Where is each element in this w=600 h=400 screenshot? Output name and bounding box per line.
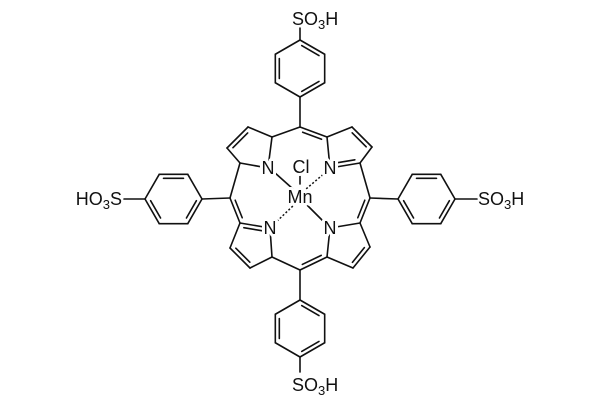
double-bond-inner <box>300 340 320 353</box>
bond <box>247 126 273 138</box>
double-bond-inner <box>438 199 451 219</box>
coordination-bond-br <box>306 204 327 225</box>
coordination-bond-tl <box>273 171 294 190</box>
bond <box>229 197 241 224</box>
bond <box>274 299 301 316</box>
double-bond-inner <box>300 44 320 57</box>
double-bond-inner <box>185 199 198 219</box>
bond <box>359 162 371 199</box>
bond <box>359 146 373 164</box>
double-bond-inner <box>301 254 323 266</box>
coordination-bond-bl <box>273 204 295 225</box>
sulfonic-acid-right: SO3H <box>478 189 524 212</box>
bond <box>299 39 326 56</box>
coordination-bond-tr <box>305 171 327 190</box>
nitrogen-bl: N <box>264 218 277 238</box>
bond <box>397 198 414 225</box>
manganese-label: Mn <box>287 187 312 207</box>
double-bond-inner <box>333 159 356 165</box>
bond <box>299 256 328 271</box>
double-bond-inner <box>300 304 320 317</box>
double-bond-inner <box>235 247 251 263</box>
double-bond-inner <box>301 131 323 141</box>
bond <box>226 126 249 149</box>
double-bond-inner <box>351 132 367 148</box>
double-bond-inner <box>402 199 415 219</box>
bond <box>229 247 251 269</box>
bond <box>239 162 269 169</box>
bond <box>274 81 301 98</box>
bond <box>226 147 241 164</box>
bond <box>326 126 353 138</box>
bond <box>249 256 273 269</box>
double-bond-inner <box>232 132 249 149</box>
bond <box>439 198 456 225</box>
bond <box>299 126 328 138</box>
bond <box>186 173 203 200</box>
bond <box>359 197 371 224</box>
bond <box>186 198 203 225</box>
bond <box>329 162 361 169</box>
bond <box>351 126 373 148</box>
double-bond-inner <box>300 80 320 93</box>
bond <box>299 299 326 316</box>
nitrogen-tr: N <box>324 158 337 178</box>
bond <box>271 126 301 138</box>
double-bond-inner <box>351 246 366 264</box>
bond <box>299 341 326 358</box>
bond <box>239 222 271 229</box>
bond <box>269 227 273 258</box>
nitrogen-br: N <box>324 218 337 238</box>
bond <box>144 198 161 225</box>
double-bond-inner <box>356 199 366 219</box>
bond <box>329 222 361 229</box>
bond <box>267 136 273 169</box>
bond <box>271 256 301 271</box>
sulfonic-acid-left: HO3S <box>76 189 122 212</box>
bond <box>326 227 331 258</box>
bond <box>229 162 241 199</box>
phenyl-meso-bond <box>201 197 231 200</box>
phenyl-meso-bond <box>369 197 399 200</box>
bonds <box>123 27 478 373</box>
bond <box>359 222 371 248</box>
bond <box>299 81 326 98</box>
bond <box>326 256 354 269</box>
bond <box>229 222 241 249</box>
double-bond-inner <box>243 226 266 232</box>
nitrogen-tl: N <box>262 158 275 178</box>
bond <box>274 39 301 56</box>
bond <box>274 341 301 358</box>
double-bond-inner <box>234 199 244 219</box>
double-bond-inner <box>149 199 162 219</box>
bond <box>352 246 371 269</box>
bond <box>397 173 414 200</box>
bond <box>144 173 161 200</box>
bond <box>326 136 331 169</box>
sulfonic-acid-top: SO3H <box>292 9 338 32</box>
sulfonic-acid-bottom: SO3H <box>292 375 338 398</box>
bond <box>439 173 456 200</box>
chlorine-label: Cl <box>293 157 310 177</box>
